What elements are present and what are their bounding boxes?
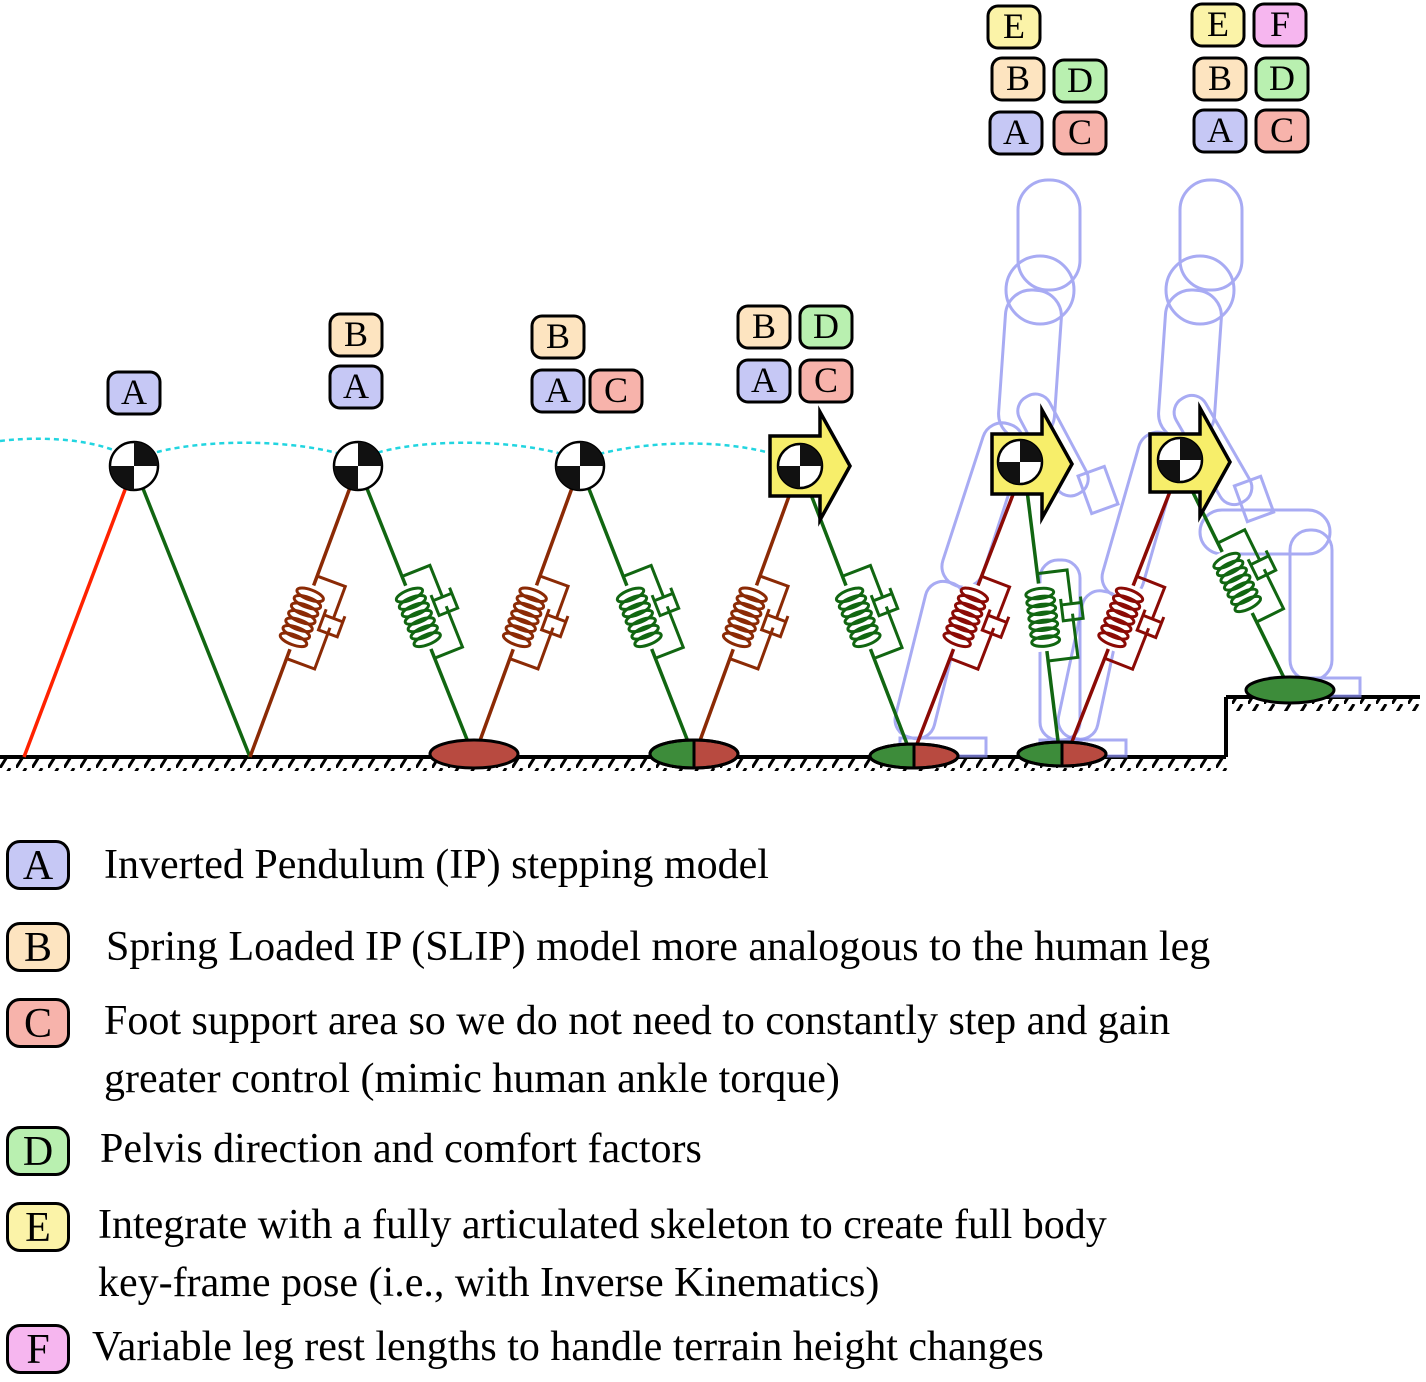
legend-badge-d: D	[6, 1126, 70, 1176]
badge-f-17: F	[1252, 2, 1308, 48]
foot-support-figure	[472, 465, 696, 758]
foot-green-red	[648, 738, 740, 770]
legend-text-a: Inverted Pendulum (IP) stepping model	[104, 842, 769, 888]
svg-text:B: B	[344, 314, 368, 354]
badge-d-19: D	[1254, 56, 1310, 102]
legend-text-e-line2: key-frame pose (i.e., with Inverse Kinem…	[98, 1260, 880, 1306]
svg-text:C: C	[604, 370, 628, 410]
svg-text:B: B	[1208, 58, 1232, 98]
legend-text-c-line2: greater control (mimic human ankle torqu…	[104, 1056, 840, 1102]
foot-pelvis	[868, 742, 960, 770]
legend-badge-f: F	[6, 1324, 70, 1374]
legend-badge-a: A	[6, 840, 70, 890]
badge-a-3: A	[328, 364, 384, 410]
legend-badge-c: C	[6, 998, 70, 1048]
svg-text:E: E	[1003, 6, 1025, 46]
spring-damper-3	[500, 574, 571, 671]
svg-text:B: B	[1006, 58, 1030, 98]
svg-text:B: B	[752, 306, 776, 346]
badge-a-5: A	[530, 368, 586, 414]
com-marker-6	[1156, 436, 1204, 484]
com-marker-3	[554, 440, 606, 492]
svg-text:A: A	[343, 366, 369, 406]
legend-text-b: Spring Loaded IP (SLIP) model more analo…	[106, 924, 1211, 970]
svg-text:B: B	[546, 316, 570, 356]
svg-text:D: D	[1067, 60, 1093, 100]
badge-b-18: B	[1192, 56, 1248, 102]
badge-c-6: C	[588, 368, 644, 414]
spring-damper-1	[276, 574, 348, 671]
badge-a-20: A	[1192, 108, 1248, 154]
pelvis-figure	[692, 465, 914, 758]
badge-a-14: A	[988, 110, 1044, 156]
svg-text:A: A	[121, 372, 147, 412]
legend-text-d: Pelvis direction and comfort factors	[100, 1126, 702, 1172]
feet	[428, 675, 1336, 770]
svg-text:D: D	[813, 306, 839, 346]
legend-text-e-line1: Integrate with a fully articulated skele…	[98, 1202, 1107, 1248]
com-markers	[108, 436, 1204, 492]
badge-a-9: A	[736, 358, 792, 404]
com-marker-5	[996, 438, 1044, 486]
svg-text:C: C	[1068, 112, 1092, 152]
spring-damper-7	[940, 574, 1012, 672]
svg-text:E: E	[1207, 4, 1229, 44]
badge-d-13: D	[1052, 58, 1108, 104]
foot-skeleton-2	[1244, 675, 1336, 705]
foot-skeleton-1	[1016, 740, 1108, 768]
ip-model-figure	[22, 465, 252, 758]
badge-e-11: E	[986, 4, 1042, 50]
badge-e-16: E	[1190, 2, 1246, 48]
spring-damper-6	[832, 563, 904, 660]
svg-text:F: F	[1270, 4, 1290, 44]
legend-text-c-line1: Foot support area so we do not need to c…	[104, 998, 1171, 1044]
svg-text:A: A	[1003, 112, 1029, 152]
badge-b-2: B	[328, 312, 384, 358]
badge-b-12: B	[990, 56, 1046, 102]
badge-c-10: C	[798, 358, 854, 404]
spring-dampers	[276, 527, 1286, 672]
spring-damper-9	[1095, 574, 1167, 672]
svg-text:C: C	[1270, 110, 1294, 150]
spring-damper-2	[392, 563, 465, 660]
com-marker-4	[776, 442, 824, 490]
spring-damper-8	[1024, 568, 1085, 663]
svg-text:A: A	[1207, 110, 1233, 150]
spring-damper-5	[720, 574, 791, 671]
slip-model-figure	[248, 465, 476, 758]
com-marker-1	[108, 440, 160, 492]
spring-damper-10	[1209, 527, 1286, 624]
svg-text:A: A	[545, 370, 571, 410]
legend-badge-b: B	[6, 922, 70, 972]
pelvis-arrows	[768, 401, 1233, 527]
badge-b-4: B	[530, 314, 586, 360]
svg-text:D: D	[1269, 58, 1295, 98]
legend-badge-e: E	[6, 1202, 70, 1252]
svg-text:C: C	[814, 360, 838, 400]
badge-c-21: C	[1254, 108, 1310, 154]
spring-damper-4	[613, 563, 686, 660]
badge-b-7: B	[736, 304, 792, 350]
badge-a-1: A	[106, 370, 162, 416]
foot-red	[428, 738, 520, 770]
badge-c-15: C	[1052, 110, 1108, 156]
badge-d-8: D	[798, 304, 854, 350]
svg-text:A: A	[751, 360, 777, 400]
legend-text-f: Variable leg rest lengths to handle terr…	[92, 1324, 1044, 1370]
com-marker-2	[332, 440, 384, 492]
